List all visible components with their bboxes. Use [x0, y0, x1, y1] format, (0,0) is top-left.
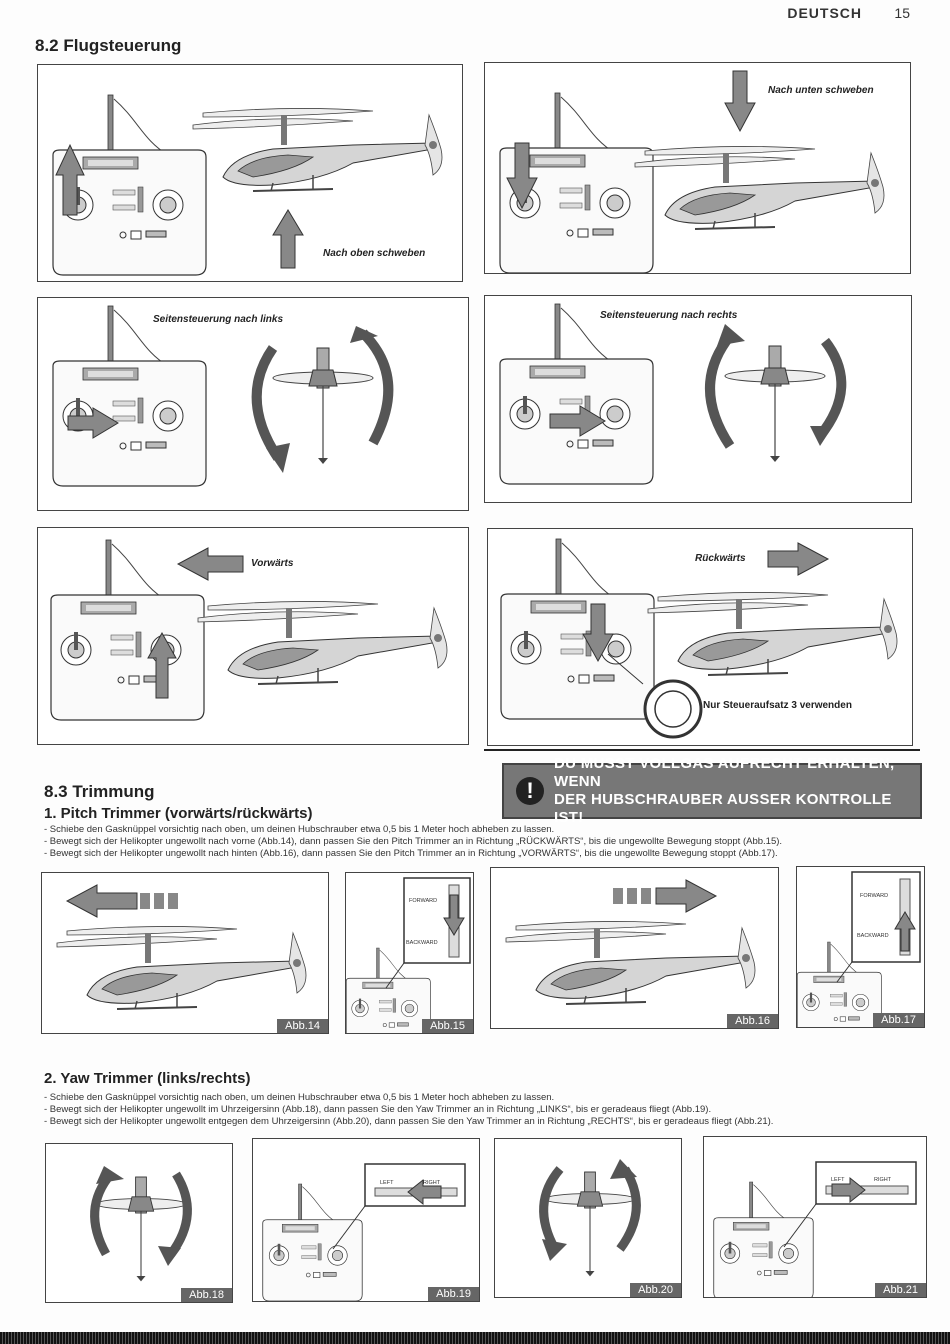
warning-box: ! DU MUSST VOLLGAS AUFRECHT ERHALTEN, WE… — [502, 755, 922, 826]
figure-abb20: Abb.20 — [494, 1138, 682, 1298]
page-number: 15 — [894, 5, 910, 21]
caption-yaw-right: Seitensteuerung nach rechts — [600, 310, 738, 321]
arrow-left-icon — [407, 1178, 442, 1206]
illustration-yaw-right — [499, 303, 847, 485]
arrow-left-icon — [67, 407, 119, 439]
label-right: RIGHT — [423, 1180, 441, 1186]
illustration-backward — [500, 538, 898, 739]
arrow-down-icon — [506, 142, 538, 210]
rotate-arrow-icon — [610, 1159, 637, 1179]
header-language: DEUTSCH — [787, 5, 862, 21]
arrow-left-icon — [65, 884, 138, 918]
figure-label: Abb.17 — [873, 1013, 924, 1027]
caption-yaw-left: Seitensteuerung nach links — [153, 314, 284, 325]
yaw-line-1: - Schiebe den Gasknüppel vorsichtig nach… — [44, 1092, 555, 1103]
rotate-arrow-icon — [810, 426, 833, 446]
exclamation-icon: ! — [516, 777, 544, 805]
figure-abb19: LEFT RIGHT Abb.19 — [252, 1138, 480, 1302]
illustration-yaw-left — [52, 305, 394, 487]
figure-label: Abb.19 — [428, 1287, 479, 1301]
panel-forward: Vorwärts — [37, 527, 469, 745]
arrow-up-icon — [147, 631, 177, 699]
caption-hover-down: Nach unten schweben — [768, 85, 874, 96]
warning-text: DU MUSST VOLLGAS AUFRECHT ERHALTEN, WENN… — [554, 755, 920, 827]
rotate-arrow-icon — [542, 1239, 567, 1261]
figure-label: Abb.14 — [277, 1019, 328, 1033]
yaw-line-2: - Bewegt sich der Helikopter ungewollt i… — [44, 1104, 712, 1115]
panel-backward: Rückwärts Nur Steueraufsatz 3 verwenden — [487, 528, 913, 746]
yaw-line-3: - Bewegt sich der Helikopter ungewollt e… — [44, 1116, 774, 1127]
figure-label: Abb.20 — [630, 1283, 681, 1297]
figure-label: Abb.18 — [181, 1288, 232, 1302]
panel-hover-up: Nach oben schweben — [37, 64, 463, 282]
rotate-arrow-icon — [350, 326, 378, 343]
figure-abb21: LEFT RIGHT Abb.21 — [703, 1136, 927, 1298]
illustration-hover-down — [499, 70, 885, 273]
arrow-left-icon — [176, 547, 244, 581]
arrow-right-icon — [767, 542, 830, 576]
warning-line-1: DU MUSST VOLLGAS AUFRECHT ERHALTEN, WENN — [554, 755, 895, 790]
section-title-flight-control: 8.2 Flugsteuerung — [35, 36, 182, 55]
figure-label: Abb.16 — [727, 1014, 778, 1028]
panel-yaw-right: Seitensteuerung nach rechts — [484, 295, 912, 503]
illustration-forward — [50, 539, 448, 721]
panel-yaw-left: Seitensteuerung nach links — [37, 297, 469, 511]
section-title-trimming: 8.3 Trimmung — [44, 782, 155, 801]
rotate-arrow-icon — [158, 1246, 181, 1266]
arrow-down-icon — [443, 894, 465, 936]
caption-backward: Rückwärts — [695, 553, 746, 564]
figure-abb17: FORWARD BACKWARD Abb.17 — [796, 866, 925, 1028]
caption-hover-up: Nach oben schweben — [323, 248, 426, 259]
panel-hover-down: Nach unten schweben — [484, 62, 911, 274]
figure-abb16: Abb.16 — [490, 867, 779, 1029]
pitch-line-3: - Bewegt sich der Helikopter ungewollt n… — [44, 848, 778, 859]
label-left: LEFT — [831, 1177, 845, 1183]
arrow-right-icon — [655, 879, 718, 913]
subsection-title-yaw: 2. Yaw Trimmer (links/rechts) — [44, 1070, 251, 1087]
arrow-up-icon — [894, 911, 916, 952]
arrow-down-icon — [582, 603, 614, 663]
label-forward: FORWARD — [409, 898, 438, 904]
figure-abb14: Abb.14 — [41, 872, 329, 1034]
label-forward: FORWARD — [860, 893, 889, 899]
label-backward: BACKWARD — [406, 940, 438, 946]
figure-abb18: Abb.18 — [45, 1143, 233, 1303]
pitch-line-1: - Schiebe den Gasknüppel vorsichtig nach… — [44, 824, 555, 835]
arrow-right-icon — [549, 405, 606, 437]
illustration-hover-up — [52, 94, 443, 276]
pitch-line-2: - Bewegt sich der Helikopter ungewollt n… — [44, 836, 783, 847]
arrow-down-icon — [724, 70, 756, 133]
figure-label: Abb.15 — [422, 1019, 473, 1033]
label-backward: BACKWARD — [857, 933, 889, 939]
rotate-arrow-icon — [96, 1166, 124, 1184]
subsection-title-pitch: 1. Pitch Trimmer (vorwärts/rückwärts) — [44, 805, 313, 822]
figure-label: Abb.21 — [875, 1283, 926, 1297]
label-right: RIGHT — [874, 1177, 892, 1183]
divider — [484, 749, 920, 751]
rotate-arrow-icon — [266, 443, 290, 473]
figure-abb15: FORWARD BACKWARD Abb.15 — [345, 872, 474, 1034]
arrow-up-icon — [272, 209, 304, 269]
caption-note-attachment: Nur Steueraufsatz 3 verwenden — [703, 700, 852, 711]
scan-edge-band — [0, 1332, 950, 1344]
caption-forward: Vorwärts — [251, 558, 294, 569]
arrow-up-icon — [55, 143, 85, 216]
rotate-arrow-icon — [717, 324, 745, 346]
arrow-right-icon — [831, 1176, 866, 1204]
warning-line-2: DER HUBSCHRAUBER AUSSER KONTROLLE IST! — [554, 791, 892, 826]
label-left: LEFT — [380, 1180, 394, 1186]
